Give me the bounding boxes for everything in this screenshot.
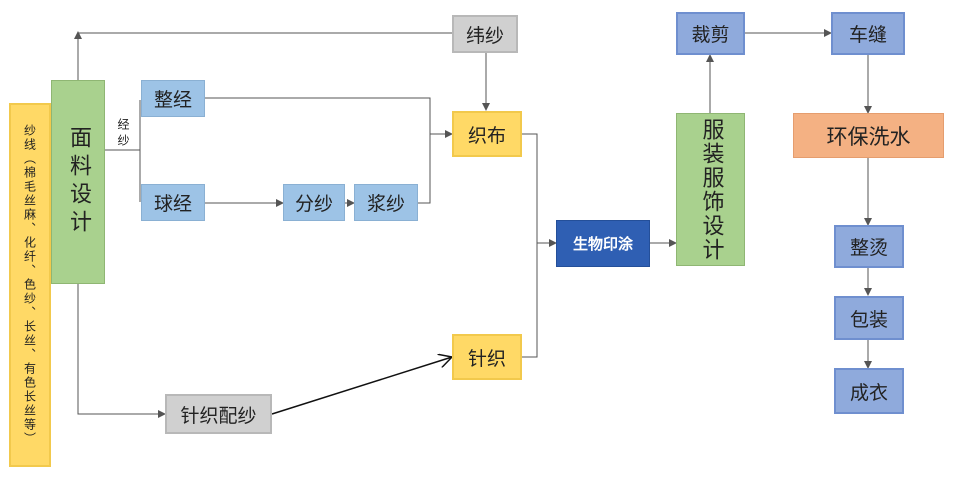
node-sewing: 车缝 [831,12,905,55]
node-sewing-label: 车缝 [848,24,887,46]
node-cutting-label: 裁剪 [691,24,730,46]
node-weaving-label: 织布 [467,124,506,147]
line-design-to-knityarn [77,283,166,418]
node-finished: 成衣 [834,368,904,414]
node-sizing-label: 浆纱 [366,193,405,215]
node-weft-yarn: 纬纱 [452,15,518,53]
node-ironing-label: 整烫 [849,237,888,259]
node-ball-warp-label: 球经 [153,193,192,215]
line-warping-to-weaving [205,97,453,138]
node-eco-wash-label: 环保洗水 [826,124,911,149]
node-weaving: 织布 [452,111,522,157]
node-garment-design: 服装服饰设计 [676,113,745,266]
node-knitting-label: 针织 [467,347,506,370]
label-warp-yarn: 经纱 [116,118,130,150]
node-split-yarn-label: 分纱 [294,193,333,215]
node-fabric-design: 面料设计 [51,80,105,284]
node-knitting: 针织 [452,334,522,380]
node-garment-design-label: 服装服饰设计 [698,117,724,262]
node-packing-label: 包装 [849,308,888,331]
node-warping-label: 整经 [153,89,192,111]
line-weaving-out [522,133,538,243]
node-yarn: 纱线（棉毛丝麻、化纤、色纱、长丝、有色长丝等） [9,103,51,467]
node-cutting: 裁剪 [676,12,745,55]
line-sizing-to-weaving [418,134,431,204]
node-ironing: 整烫 [834,225,904,268]
node-knitting-yarn: 针织配纱 [165,394,272,434]
node-yarn-label: 纱线（棉毛丝麻、化纤、色纱、长丝、有色长丝等） [22,124,37,446]
line-design-to-weft [77,32,452,80]
node-weft-yarn-label: 纬纱 [465,24,504,47]
node-split-yarn: 分纱 [283,184,345,221]
node-fabric-design-label: 面料设计 [66,126,91,238]
node-warping: 整经 [141,80,205,117]
node-bio-printing: 生物印涂 [556,220,650,267]
line-knitting-out [522,243,538,358]
node-ball-warp: 球经 [141,184,205,221]
node-knitting-yarn-label: 针织配纱 [180,404,257,427]
node-sizing: 浆纱 [354,184,418,221]
node-bio-printing-label: 生物印涂 [572,235,633,253]
line-knityarn-to-knitting [271,357,452,415]
node-finished-label: 成衣 [849,381,888,404]
node-eco-wash: 环保洗水 [793,113,944,158]
node-packing: 包装 [834,296,904,340]
